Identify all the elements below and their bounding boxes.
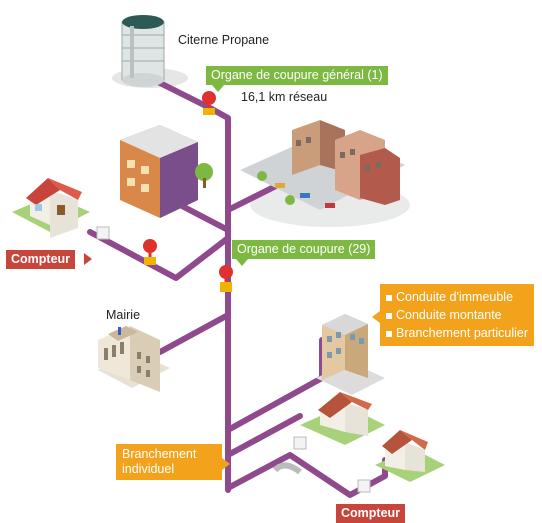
- right-apartment-building: [316, 314, 385, 395]
- meter-tag-bottom: Compteur: [336, 504, 406, 523]
- shutoff-valve-trunk: [219, 265, 233, 292]
- legend-bullet-icon: [386, 330, 392, 337]
- shutoff-tag: Organe de coupure (29): [232, 240, 376, 259]
- legend-bullet-icon: [386, 312, 392, 319]
- bottom-branch-pipe: [225, 452, 388, 498]
- right-house-bottom: [375, 430, 445, 482]
- legend-item-building-pipe: Conduite d'immeuble: [386, 288, 528, 306]
- legend-pointer: [372, 311, 380, 323]
- legend-item-rising-pipe: Conduite montante: [386, 306, 528, 324]
- right-house-middle: [300, 392, 385, 445]
- main-shutoff-tag-pointer: [212, 85, 224, 92]
- mairie-building: [98, 326, 170, 392]
- individual-branch-tag: Branchement individuel: [116, 444, 222, 480]
- meter-tag-left: Compteur: [6, 250, 76, 269]
- house-right-pipe: [225, 413, 303, 458]
- mairie-pipe: [157, 312, 231, 355]
- main-shutoff-valve: [202, 91, 216, 115]
- pipe-type-legend: Conduite d'immeuble Conduite montante Br…: [380, 284, 535, 346]
- shutoff-valve-left: [143, 239, 157, 265]
- meter-box-left: [96, 226, 110, 240]
- main-trunk-pipe: [147, 75, 231, 493]
- propane-tank: [121, 15, 165, 87]
- legend-item-private-branch: Branchement particulier: [386, 324, 528, 342]
- building-right-pipe: [225, 337, 325, 433]
- grey-pipe-bend: [272, 462, 302, 475]
- network-length-label: 16,1 km réseau: [241, 90, 328, 104]
- shutoff-tag-pointer: [236, 259, 248, 266]
- mairie-label: Mairie: [106, 308, 141, 322]
- meter-box-bottom: [357, 479, 371, 493]
- left-house-pipe: [87, 229, 231, 281]
- left-house: [12, 178, 90, 238]
- apartment-building: [120, 125, 213, 218]
- meter-box-mid: [293, 436, 307, 450]
- meter-tag-left-pointer: [84, 253, 92, 265]
- legend-bullet-icon: [386, 294, 392, 301]
- tank-label: Citerne Propane: [178, 33, 270, 47]
- main-shutoff-tag: Organe de coupure général (1): [206, 66, 388, 85]
- town-block: [240, 120, 405, 210]
- individual-branch-pointer: [222, 458, 230, 470]
